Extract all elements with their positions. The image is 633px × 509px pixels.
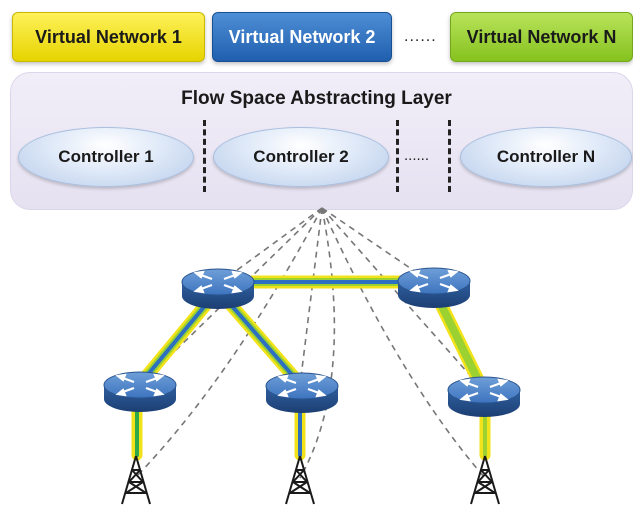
virtual-network-1-box: Virtual Network 1: [12, 12, 205, 62]
controller-n-label: Controller N: [496, 147, 596, 166]
virtual-network-n-label: Virtual Network N: [466, 26, 617, 47]
data-links: [131, 275, 491, 461]
tower-1: [121, 455, 151, 505]
tower-3: [470, 455, 500, 505]
controller-n: Controller N: [460, 127, 632, 187]
virtual-network-2-label: Virtual Network 2: [228, 26, 376, 47]
divider-1: [203, 120, 206, 192]
virtual-network-2-box: Virtual Network 2: [212, 12, 392, 62]
divider-3: [448, 120, 451, 192]
layer-title: Flow Space Abstracting Layer: [181, 88, 452, 109]
control-links: [134, 207, 486, 479]
virtual-network-1-label: Virtual Network 1: [35, 26, 182, 47]
switch-2: [102, 370, 178, 414]
switch-3: [264, 371, 340, 415]
virtual-network-n-box: Virtual Network N: [450, 12, 633, 62]
switch-4: [396, 266, 472, 310]
controller-ellipsis: ......: [404, 147, 430, 164]
switch-1: [180, 267, 256, 311]
virtual-network-ellipsis: ......: [404, 28, 437, 45]
tower-2: [285, 455, 315, 505]
controller-1: Controller 1: [18, 127, 194, 187]
controller-1-label: Controller 1: [58, 147, 154, 166]
controller-2: Controller 2: [213, 127, 389, 187]
switch-5: [446, 375, 522, 419]
controller-2-label: Controller 2: [253, 147, 349, 166]
divider-2: [396, 120, 399, 192]
